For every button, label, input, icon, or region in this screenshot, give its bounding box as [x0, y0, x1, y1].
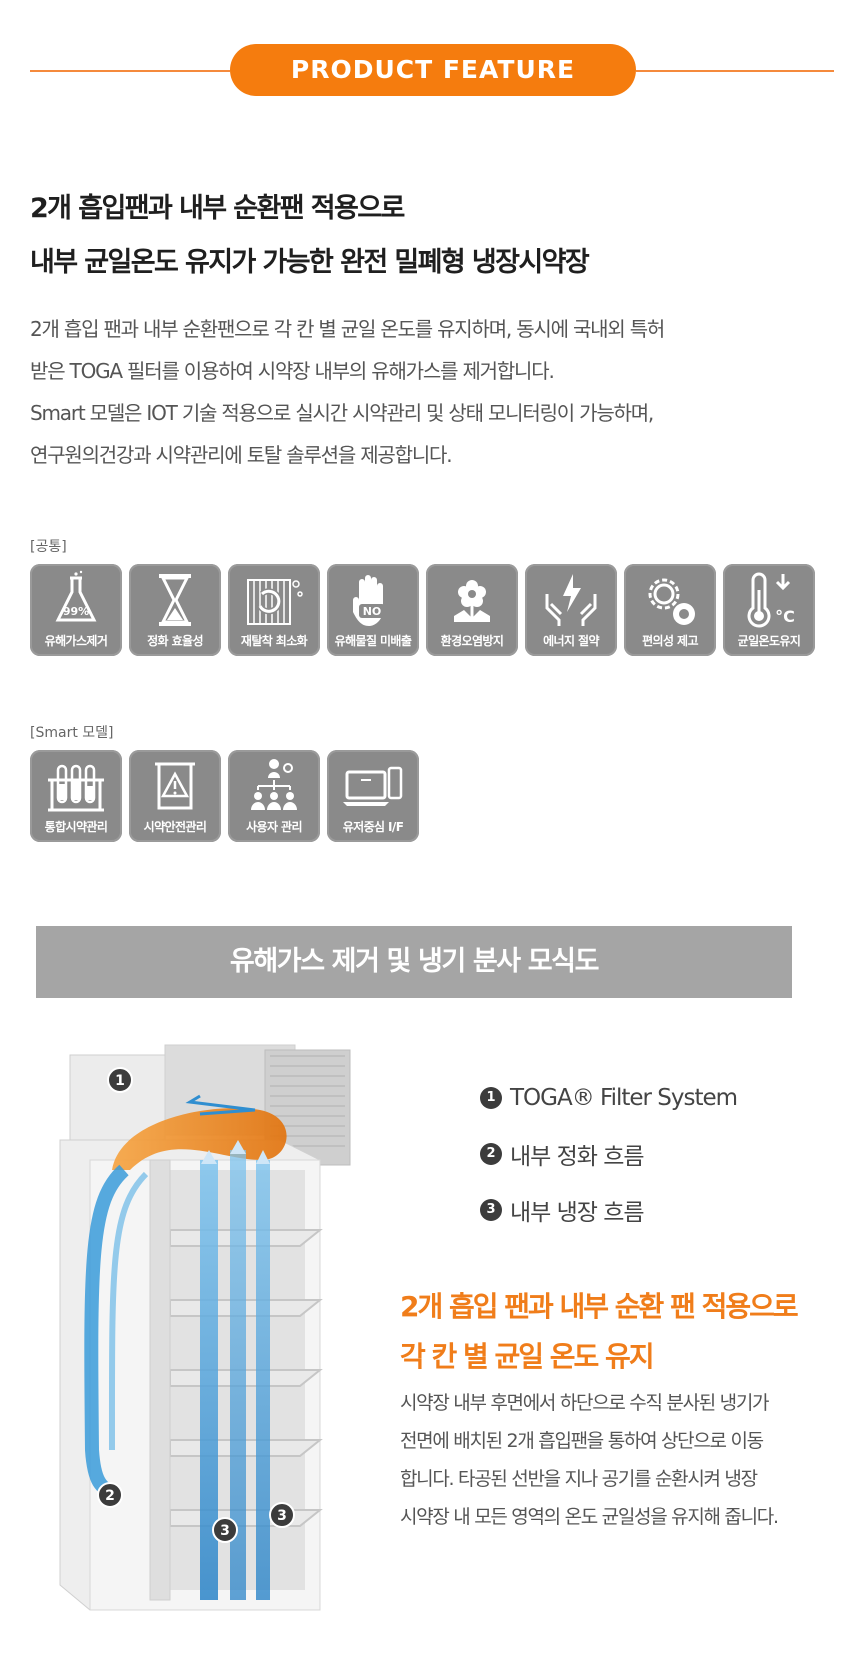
- feature-tile-no-emission: NO 유해물질 미배출: [327, 564, 419, 656]
- headline: 2개 흡입팬과 내부 순환팬 적용으로 내부 균일온도 유지가 가능한 완전 밀…: [30, 182, 830, 290]
- marker-3b: [269, 1502, 295, 1528]
- marker-2-label: 2: [105, 1488, 115, 1504]
- filter-cycle-icon: [247, 579, 303, 625]
- headline-line-1: 2개 흡입팬과 내부 순환팬 적용으로: [30, 193, 405, 224]
- description-line: 받은 TOGA 필터를 이용하여 시약장 내부의 유해가스를 제거합니다.: [30, 359, 555, 383]
- smart-feature-icons: 통합시약관리 시약안전관리 사용자 관리 유저중심 I/F: [30, 750, 419, 842]
- cabinet-airflow-illustration: 1 2 3 3: [59, 1044, 351, 1611]
- feature-tile-gas-removal: 99% 유해가스제거: [30, 564, 122, 656]
- diagram-banner: 유해가스 제거 및 냉기 분사 모식도: [36, 926, 792, 998]
- common-group-label: [공통]: [30, 539, 67, 555]
- legend-item: 1 TOGA® Filter System: [480, 1070, 738, 1126]
- laptop-tablet-icon: [343, 766, 403, 806]
- description-line: 2개 흡입 팬과 내부 순환팬으로 각 칸 별 균일 온도를 유지하며, 동시에…: [30, 317, 665, 341]
- feature-tile-user-interface: 유저중심 I/F: [327, 750, 419, 842]
- feature-tile-convenience: 편의성 제고: [624, 564, 716, 656]
- diagram-description-line: 시약장 내부 후면에서 하단으로 수직 분사된 냉기가: [400, 1392, 770, 1414]
- marker-3b-label: 3: [277, 1508, 287, 1524]
- feature-tile-energy: 에너지 절약: [525, 564, 617, 656]
- legend-item: 3 내부 냉장 흐름: [480, 1182, 737, 1238]
- diagram-description-line: 합니다. 타공된 선반을 지나 공기를 순환시켜 냉장: [400, 1468, 758, 1490]
- celsius-badge: °C: [775, 607, 795, 626]
- legend-text: 내부 냉장 흐름: [510, 1200, 645, 1226]
- feature-tile-redesorption: 재탈착 최소화: [228, 564, 320, 656]
- diagram-title: 2개 흡입 팬과 내부 순환 팬 적용으로 각 칸 별 균일 온도 유지: [400, 1282, 840, 1382]
- feature-label: 균일온도유지: [737, 634, 801, 648]
- legend-number: 1: [480, 1087, 502, 1109]
- users-icon: [251, 759, 297, 810]
- feature-label: 정화 효율성: [147, 634, 203, 648]
- feature-tile-reagent-mgmt: 통합시약관리: [30, 750, 122, 842]
- feature-label: 사용자 관리: [246, 820, 302, 834]
- marker-1: [107, 1067, 133, 1093]
- feature-label: 에너지 절약: [543, 634, 599, 648]
- common-feature-icons: 99% 유해가스제거 정화 효율성 재탈착 최소화 NO 유해물질 미배출: [30, 564, 815, 656]
- thermometer-icon: °C: [747, 572, 795, 628]
- feature-tile-purification: 정화 효율성: [129, 564, 221, 656]
- header-rule-right: [636, 70, 834, 72]
- marker-1-label: 1: [115, 1073, 125, 1089]
- hand-no-icon: NO: [353, 575, 385, 626]
- product-feature-pill: PRODUCT FEATURE: [230, 44, 636, 96]
- feature-label: 환경오염방지: [440, 634, 504, 648]
- flower-icon: [454, 580, 490, 622]
- diagram-description: 시약장 내부 후면에서 하단으로 수직 분사된 냉기가 전면에 배치된 2개 흡…: [400, 1384, 830, 1536]
- smart-group-label: [Smart 모델]: [30, 725, 114, 741]
- legend-item: 2 내부 정화 흐름: [480, 1126, 737, 1182]
- feature-label: 통합시약관리: [44, 820, 108, 834]
- diagram-description-line: 전면에 배치된 2개 흡입팬을 통하여 상단으로 이동: [400, 1430, 764, 1452]
- feature-tile-reagent-safety: 시약안전관리: [129, 750, 221, 842]
- description-line: Smart 모델은 IOT 기술 적용으로 실시간 시약관리 및 상태 모니터링…: [30, 401, 654, 425]
- diagram-title-line-2: 각 칸 별 균일 온도 유지: [400, 1340, 655, 1373]
- hourglass-icon: [159, 574, 191, 626]
- feature-label: 편의성 제고: [642, 634, 698, 648]
- feature-label: 시약안전관리: [143, 820, 207, 834]
- diagram-description-line: 시약장 내 모든 영역의 온도 균일성을 유지해 줍니다.: [400, 1506, 779, 1528]
- flask-badge: 99%: [63, 605, 89, 618]
- no-badge: NO: [363, 605, 382, 618]
- header-rule-left: [30, 70, 230, 72]
- feature-label: 유저중심 I/F: [342, 820, 404, 834]
- description-line: 연구원의건강과 시약관리에 토탈 솔루션을 제공합니다.: [30, 443, 453, 467]
- diagram-title-line-1: 2개 흡입 팬과 내부 순환 팬 적용으로: [400, 1290, 799, 1323]
- feature-label: 재탈착 최소화: [240, 634, 308, 648]
- feature-label: 유해가스제거: [44, 634, 108, 648]
- legend-text: 내부 정화 흐름: [510, 1144, 645, 1170]
- section-header: PRODUCT FEATURE: [0, 44, 860, 96]
- test-tubes-icon: [48, 764, 104, 812]
- feature-tile-user-mgmt: 사용자 관리: [228, 750, 320, 842]
- feature-label: 유해물질 미배출: [334, 634, 412, 648]
- energy-hands-icon: [545, 574, 597, 626]
- marker-3a: [212, 1517, 238, 1543]
- gears-icon: [648, 578, 695, 625]
- headline-line-2: 내부 균일온도 유지가 가능한 완전 밀폐형 냉장시약장: [30, 247, 590, 278]
- warning-beaker-icon: [155, 762, 195, 810]
- purify-flow: [84, 1164, 129, 1501]
- description: 2개 흡입 팬과 내부 순환팬으로 각 칸 별 균일 온도를 유지하며, 동시에…: [30, 308, 840, 476]
- diagram-legend: 1 TOGA® Filter System 2 내부 정화 흐름 3 내부 냉장…: [480, 1070, 738, 1238]
- feature-tile-eco: 환경오염방지: [426, 564, 518, 656]
- feature-tile-uniform-temp: °C 균일온도유지: [723, 564, 815, 656]
- marker-2: [97, 1482, 123, 1508]
- cooling-flow: [200, 1160, 218, 1600]
- flask-icon: 99%: [55, 570, 97, 622]
- legend-number: 3: [480, 1199, 502, 1221]
- marker-3a-label: 3: [220, 1523, 230, 1539]
- legend-text: TOGA® Filter System: [510, 1085, 738, 1111]
- legend-number: 2: [480, 1143, 502, 1165]
